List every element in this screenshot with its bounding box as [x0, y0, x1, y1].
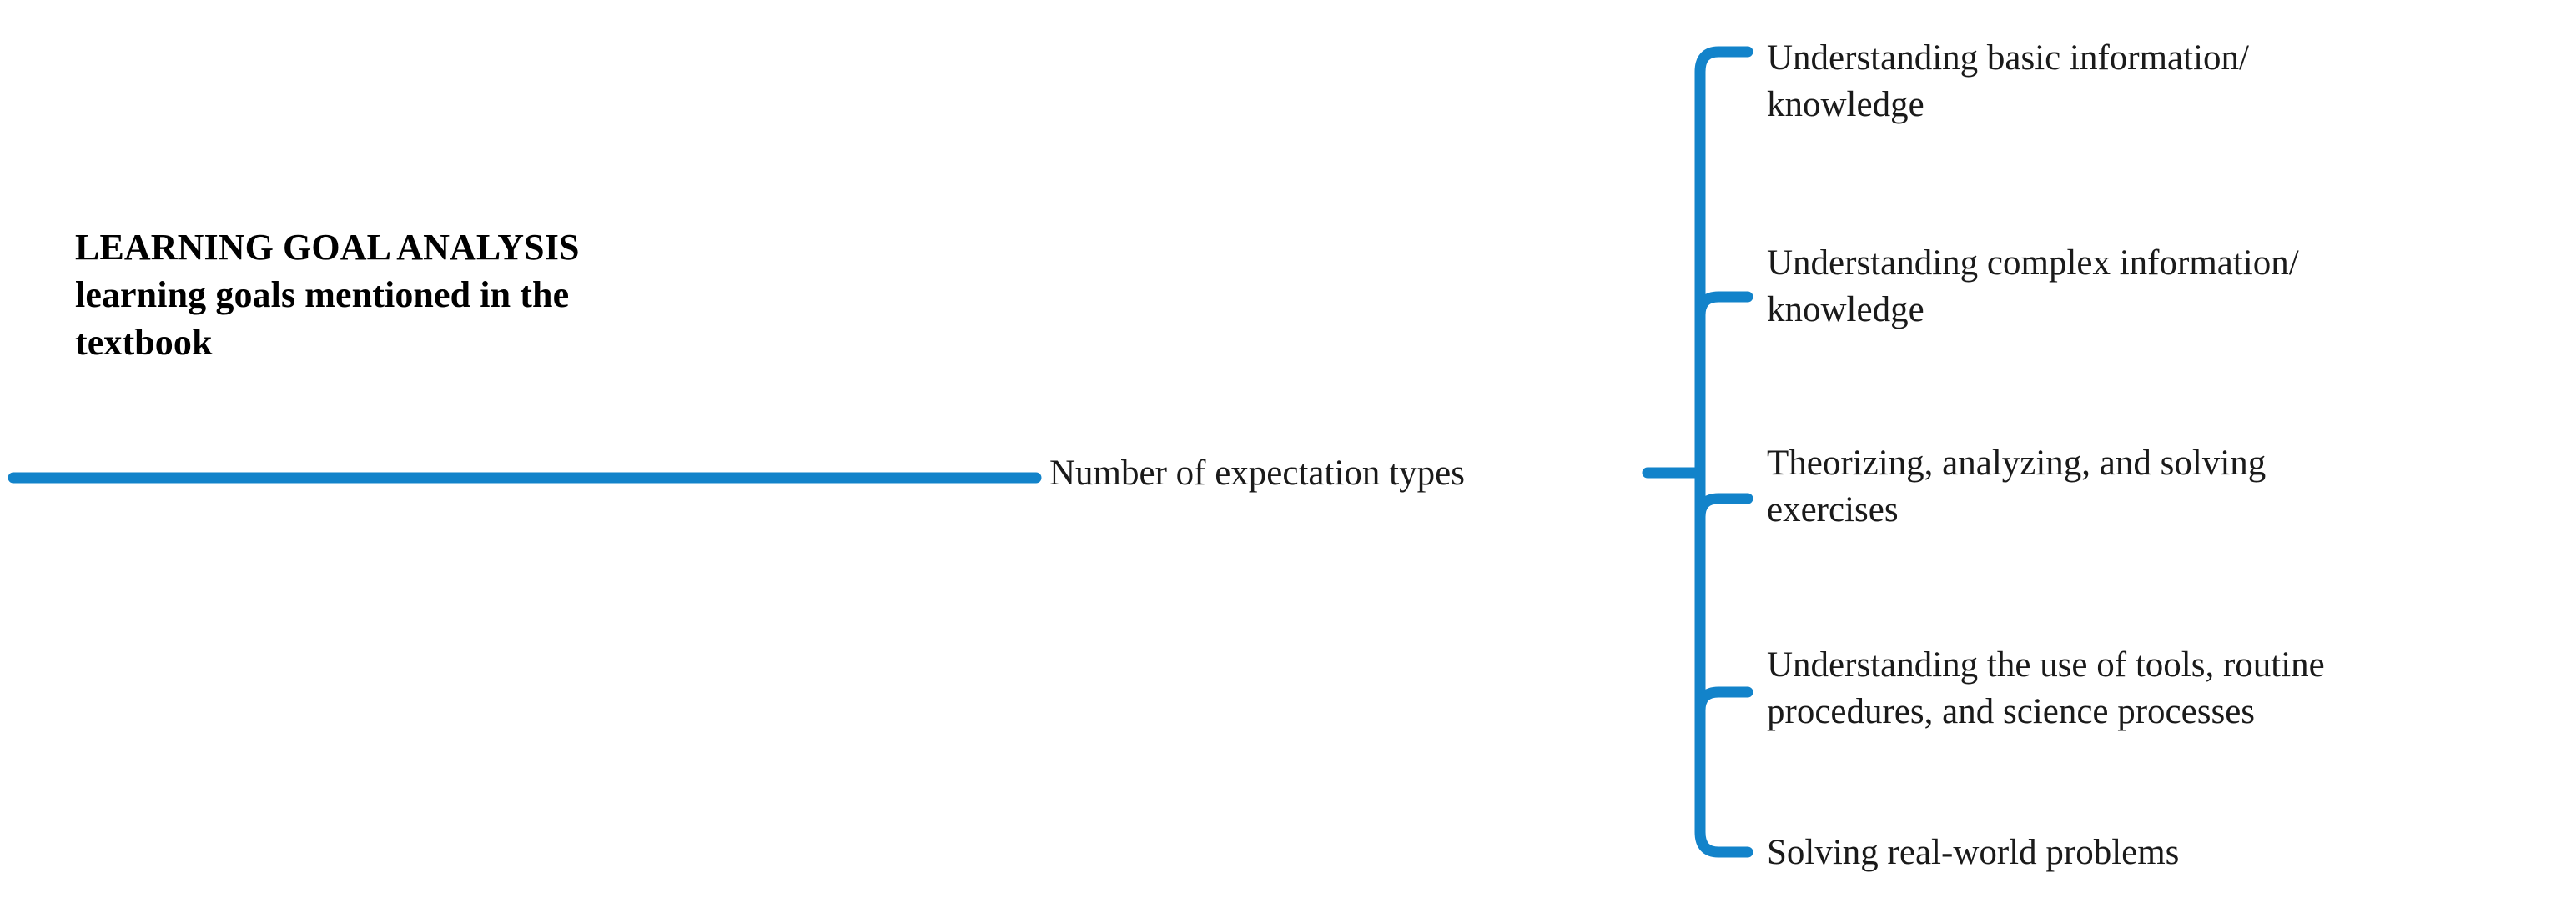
leaf-node-understanding-basic-information: Understanding basic information/ knowled… [1767, 35, 2551, 128]
branch-stub-3 [1694, 493, 1753, 523]
middle-node-label: Number of expectation types [1049, 454, 1465, 493]
bracket-spine [1694, 46, 1753, 858]
branch-stub-4 [1694, 686, 1753, 716]
leaf-line: exercises [1767, 489, 1899, 529]
leaf-line: Theorizing, analyzing, and solving [1767, 444, 2267, 483]
leaf-node-understanding-complex-information: Understanding complex information/ knowl… [1767, 240, 2551, 334]
leaf-node-theorizing-analyzing-solving: Theorizing, analyzing, and solving exerc… [1767, 440, 2551, 534]
branch-stub-2 [1694, 291, 1753, 321]
leaf-line: procedures, and science processes [1767, 691, 2256, 731]
root-title-line-1: LEARNING GOAL ANALYSIS [75, 227, 580, 268]
leaf-node-solving-real-world-problems: Solving real-world problems [1767, 830, 2551, 876]
leaf-line: Understanding basic information/ [1767, 38, 2249, 78]
root-title-line-3: textbook [75, 322, 213, 364]
leaf-node-understanding-use-of-tools: Understanding the use of tools, routine … [1767, 642, 2551, 735]
leaf-line: knowledge [1767, 84, 1924, 124]
root-node: LEARNING GOAL ANALYSIS learning goals me… [75, 223, 959, 367]
root-title-line-2: learning goals mentioned in the [75, 274, 570, 316]
leaf-line: Understanding the use of tools, routine [1767, 645, 2325, 685]
leaf-line: Understanding complex information/ [1767, 243, 2299, 283]
leaf-line: knowledge [1767, 289, 1924, 329]
leaf-line: Solving real-world problems [1767, 833, 2180, 872]
